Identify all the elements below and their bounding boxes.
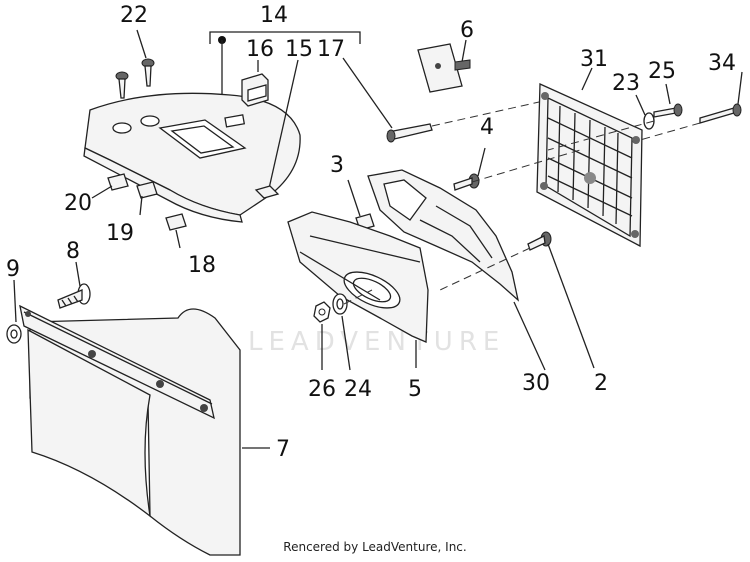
callout-5: 5 [408, 377, 422, 402]
callout-7: 7 [276, 437, 290, 462]
callout-20: 20 [64, 191, 92, 216]
callout-25: 25 [648, 59, 676, 84]
screw-4 [453, 147, 581, 191]
leader-15 [267, 59, 299, 194]
callout-30: 30 [522, 371, 550, 396]
callout-8: 8 [66, 239, 80, 264]
callout-15: 15 [285, 37, 313, 62]
latch-16 [241, 60, 269, 107]
hardware-23-25-34 [547, 71, 743, 151]
screw-22 [115, 29, 155, 99]
callout-24: 24 [344, 377, 372, 402]
callout-34: 34 [708, 51, 736, 76]
bolt-8 [57, 261, 91, 309]
callout-31: 31 [580, 47, 608, 72]
callout-14: 14 [260, 3, 288, 28]
callout-17: 17 [317, 37, 345, 62]
callout-18: 18 [188, 253, 216, 278]
callout-23: 23 [612, 71, 640, 96]
callout-9: 9 [6, 257, 20, 282]
clips-18-20 [91, 173, 187, 249]
callout-4: 4 [480, 115, 494, 140]
watermark: LEADVENTURE [248, 327, 505, 357]
callout-26: 26 [308, 377, 336, 402]
render-credit: Rencered by LeadVenture, Inc. [283, 540, 467, 554]
bracket-30 [367, 169, 546, 371]
callout-19: 19 [106, 221, 134, 246]
clip-15 [254, 185, 280, 199]
top-plate [83, 92, 301, 223]
callout-6: 6 [460, 18, 474, 43]
flap-7 [19, 304, 270, 556]
washer-9 [6, 279, 22, 344]
callout-2: 2 [594, 371, 608, 396]
bracket-14 [209, 31, 361, 100]
callout-22: 22 [120, 3, 148, 28]
screw-2 [439, 231, 595, 369]
hardware-24-26 [313, 289, 373, 371]
pin-17 [342, 57, 549, 143]
block-6 [417, 39, 471, 93]
callout-3: 3 [330, 153, 344, 178]
callout-16: 16 [246, 37, 274, 62]
